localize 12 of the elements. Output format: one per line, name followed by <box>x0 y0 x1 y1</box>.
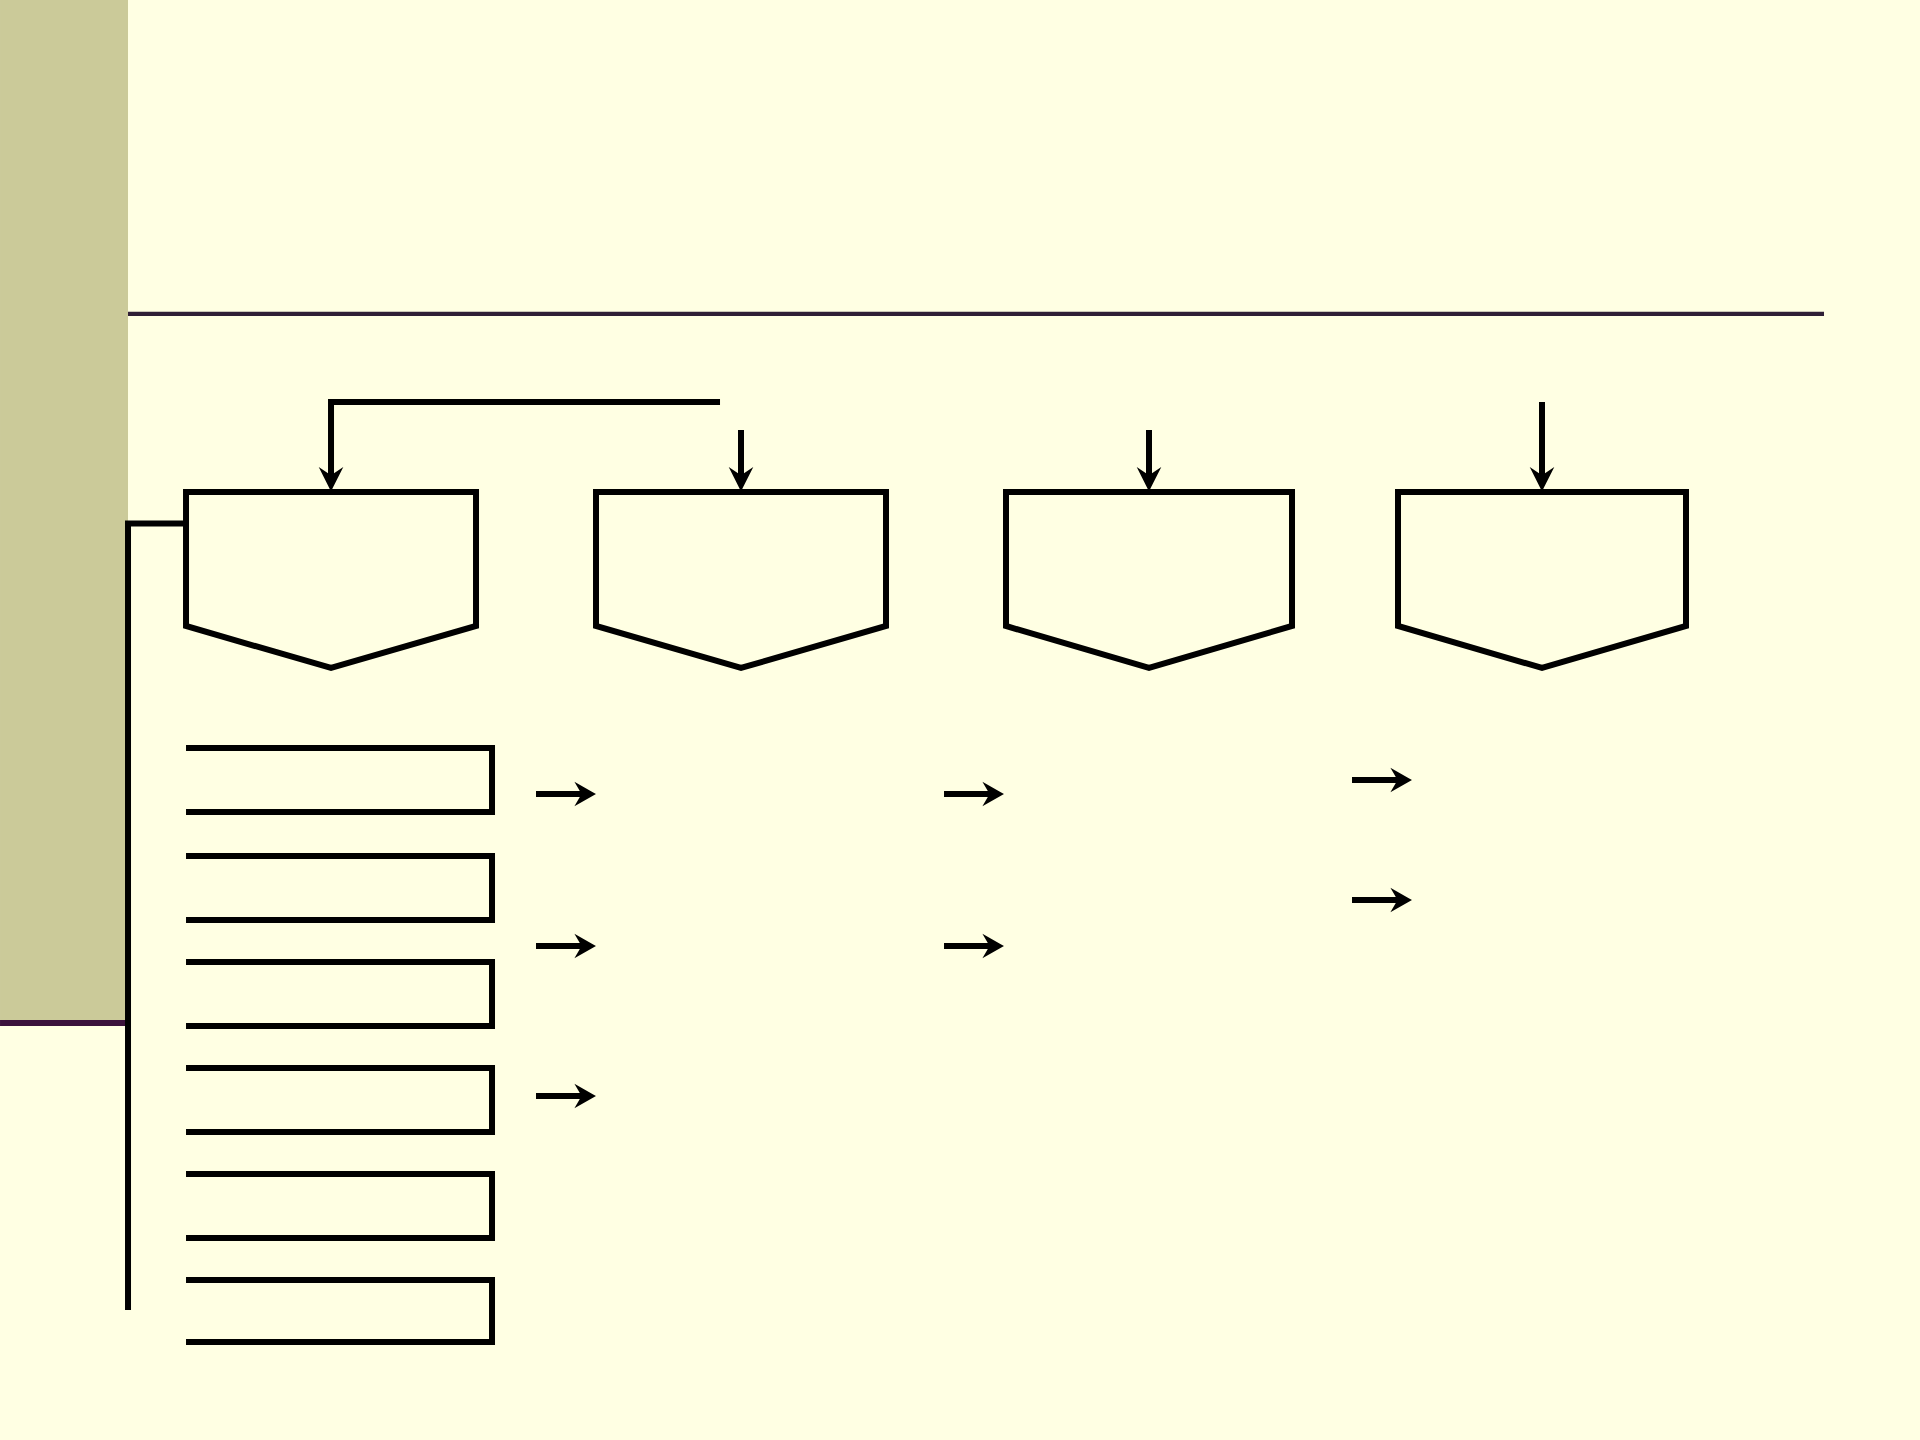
pentagon-box <box>1003 489 1295 672</box>
bracket-shape <box>186 1277 495 1345</box>
pentagon-box <box>593 489 889 672</box>
bracket-shape <box>186 745 495 815</box>
connector-line <box>125 520 186 1310</box>
pentagon-box <box>183 489 479 672</box>
bracket-shape <box>186 853 495 923</box>
pentagon-box <box>1395 489 1689 672</box>
sidebar-band <box>0 0 128 1026</box>
bracket-shape <box>186 1065 495 1135</box>
bracket-shape <box>186 1171 495 1241</box>
bracket-shape <box>186 959 495 1029</box>
